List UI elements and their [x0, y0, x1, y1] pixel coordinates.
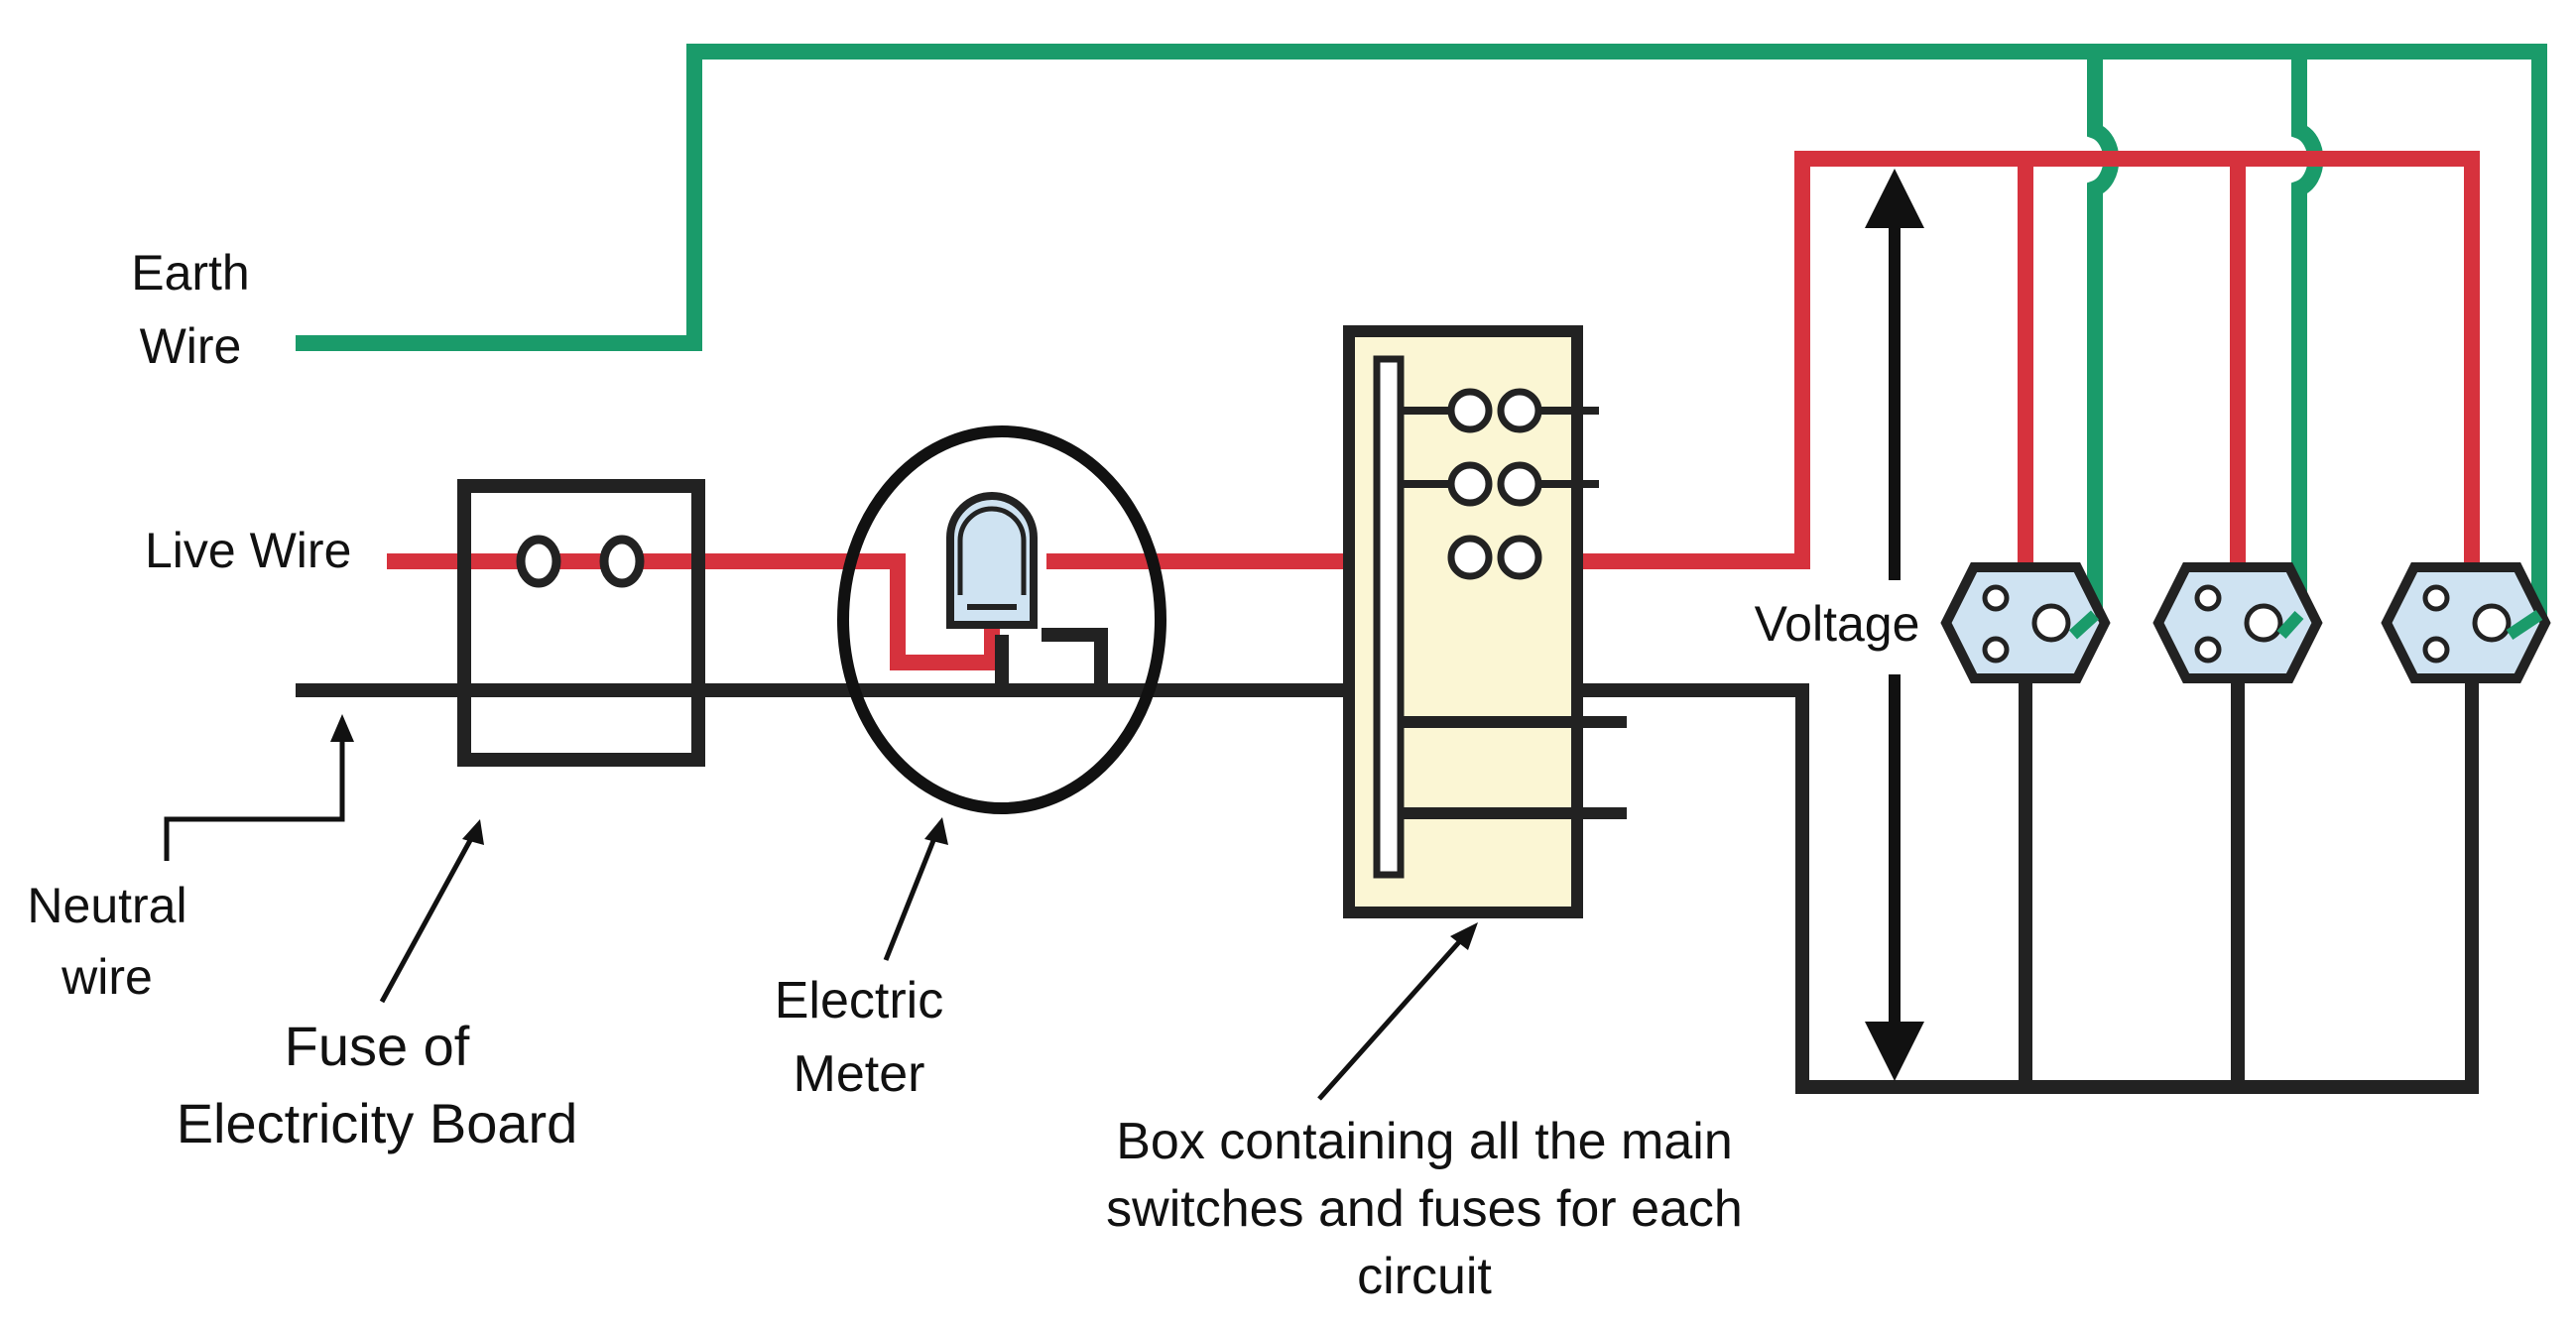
fuse-board-label: Fuse of Electricity Board [177, 1015, 578, 1154]
voltage-label: Voltage [1755, 596, 1920, 652]
fuse-board-label-line2: Electricity Board [177, 1092, 578, 1154]
arrow-icon [883, 832, 939, 961]
live-wire-label: Live Wire [145, 523, 351, 578]
main-box-label-line3: circuit [1357, 1248, 1492, 1305]
neutral-wire-label-line1: Neutral [27, 878, 186, 933]
neutral-wire-label: Neutral wire [27, 878, 186, 1005]
earth-wire-label: Earth Wire [131, 245, 250, 374]
switch-box-icon [1343, 325, 1627, 918]
arrow-icon [164, 734, 345, 861]
live-wire [387, 151, 2480, 670]
arrow-icon [462, 819, 484, 845]
electric-meter-label-line1: Electric [775, 972, 943, 1029]
main-box-label-line1: Box containing all the main [1116, 1113, 1733, 1170]
main-box-label-line2: switches and fuses for each [1106, 1180, 1743, 1238]
socket-icon [2381, 562, 2551, 683]
arrow-icon [330, 714, 354, 742]
neutral-wire-label-line2: wire [61, 949, 153, 1005]
neutral-wire [296, 628, 2479, 1094]
main-box-label: Box containing all the main switches and… [1106, 1113, 1743, 1305]
arrow-icon [1450, 922, 1478, 950]
voltage-arrow [1865, 169, 1924, 1081]
arrow-icon [379, 831, 477, 1004]
earth-wire-label-line2: Wire [140, 318, 242, 374]
electric-meter-label-line2: Meter [794, 1045, 925, 1103]
socket-icon [1940, 562, 2111, 683]
fuse-board-label-line1: Fuse of [285, 1015, 470, 1077]
earth-socket-links [2068, 610, 2543, 640]
pointer-arrows [164, 714, 1478, 1101]
electric-meter-icon [837, 425, 1166, 814]
socket-icon [2152, 562, 2323, 683]
fuse-icon [457, 479, 705, 767]
arrow-icon [1317, 932, 1468, 1101]
earth-wire-label-line1: Earth [131, 245, 250, 301]
electric-meter-label: Electric Meter [775, 972, 943, 1103]
arrow-icon [924, 817, 948, 845]
